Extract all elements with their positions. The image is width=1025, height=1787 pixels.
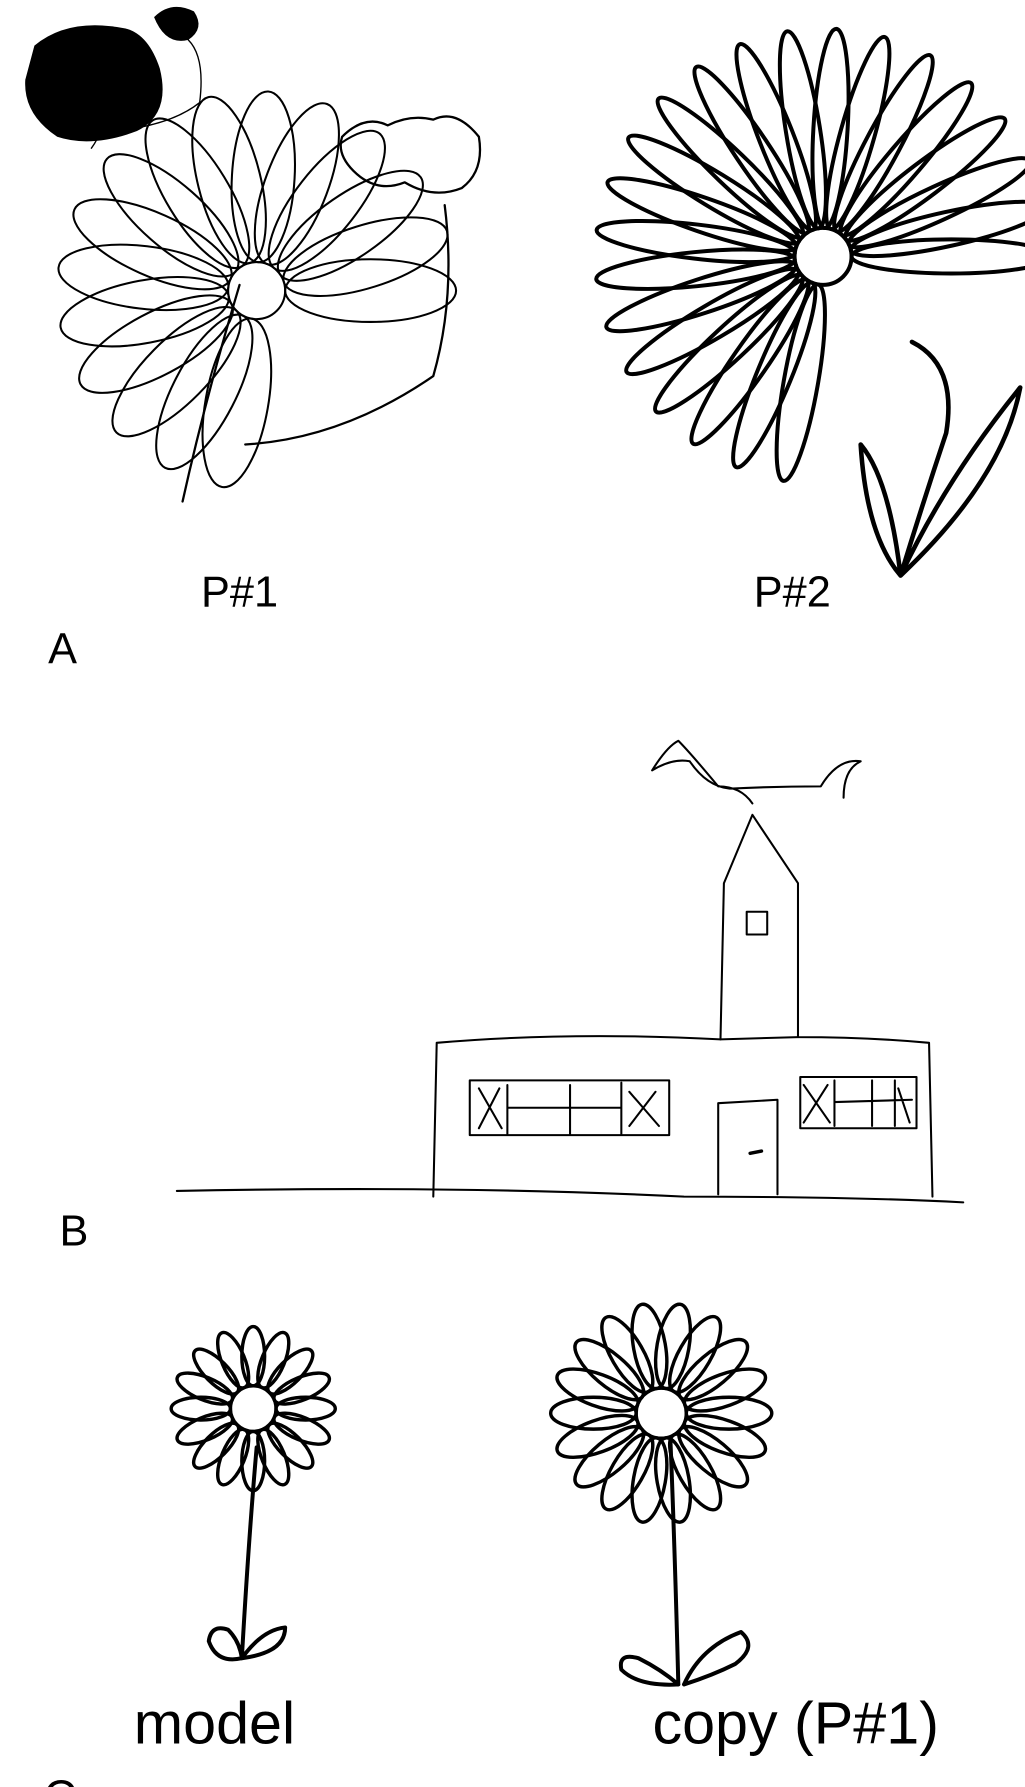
panel-b: B <box>59 739 965 1256</box>
petal <box>284 258 458 323</box>
panel-c-letter: C <box>44 1771 77 1787</box>
panel-a-letter: A <box>48 625 77 673</box>
model-label: model <box>134 1690 295 1757</box>
petal <box>810 26 851 230</box>
petal <box>267 129 386 272</box>
p1-label: P#1 <box>201 568 278 616</box>
p1-flower-drawing <box>57 90 482 503</box>
flower-center <box>227 261 287 321</box>
panel-a: P#1 P#2 A <box>25 6 1025 673</box>
petal <box>230 90 296 264</box>
petal <box>72 198 233 291</box>
petal <box>555 1367 640 1413</box>
panel-b-letter: B <box>59 1208 88 1256</box>
panel-c: model copy (P#1) C <box>44 1302 939 1787</box>
p2-flower-drawing <box>594 26 1025 578</box>
p2-label: P#2 <box>754 568 831 616</box>
flower-center <box>792 225 854 287</box>
petal <box>282 216 449 297</box>
copy-flower-drawing <box>548 1302 774 1687</box>
flower-center <box>228 1384 278 1434</box>
petal <box>682 1367 768 1413</box>
petal <box>111 305 242 438</box>
petal <box>276 169 424 282</box>
petal <box>57 243 230 312</box>
petal <box>684 1395 774 1431</box>
petal <box>102 153 240 278</box>
model-flower-drawing <box>169 1324 337 1662</box>
petal <box>253 102 340 266</box>
petal <box>682 1413 768 1460</box>
copy-label: copy (P#1) <box>652 1690 939 1757</box>
building-drawing <box>175 739 965 1204</box>
petal <box>548 1395 638 1431</box>
flower-center <box>634 1386 689 1440</box>
petal <box>555 1413 640 1460</box>
p1-black-blob-drawing <box>25 6 202 149</box>
